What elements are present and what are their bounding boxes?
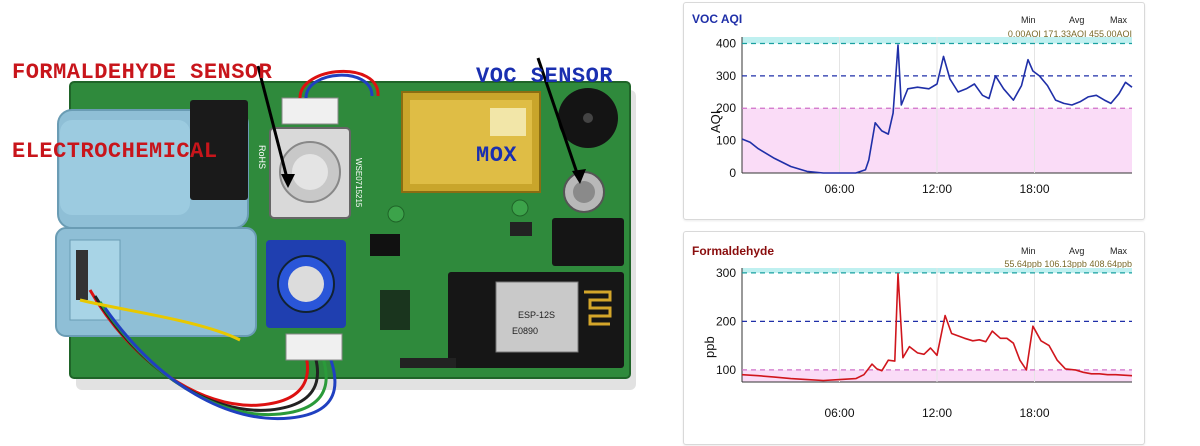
chart-title: Formaldehyde bbox=[692, 244, 775, 258]
x-tick-label: 06:00 bbox=[824, 406, 854, 420]
formaldehyde-plot: 100 200 300 06:00 12:00 18:00 bbox=[716, 266, 1133, 420]
voc-sensor-label-line1: VOC SENSOR bbox=[476, 64, 614, 89]
chart-title: VOC AQI bbox=[692, 12, 743, 26]
stat-avg-header: Avg bbox=[1069, 246, 1085, 256]
voc-aqi-chart-card: VOC AQI Min Avg Max 0.00AQI 171.33AQI 45… bbox=[683, 2, 1145, 220]
y-tick-label: 100 bbox=[716, 134, 736, 148]
stat-max-header: Max bbox=[1110, 15, 1128, 25]
y-tick-label: 100 bbox=[716, 363, 736, 377]
y-tick-label: 300 bbox=[716, 69, 736, 83]
pcb-serial-marking: WSE0715215 bbox=[354, 158, 363, 208]
pcb-rohs-marking: RoHS bbox=[257, 145, 267, 169]
x-tick-label: 06:00 bbox=[824, 182, 854, 196]
formaldehyde-sensor-label-line2: ELECTROCHEMICAL bbox=[12, 139, 218, 164]
formaldehyde-chart-card: Formaldehyde Min Avg Max 55.64ppb 106.13… bbox=[683, 231, 1145, 445]
formaldehyde-sensor-label-line1: FORMALDEHYDE SENSOR bbox=[12, 60, 273, 85]
y-tick-label: 0 bbox=[729, 166, 736, 180]
formaldehyde-sensor-label: FORMALDEHYDE SENSOR ELECTROCHEMICAL bbox=[12, 10, 272, 214]
formaldehyde-pointer-line bbox=[256, 65, 290, 183]
series-line bbox=[741, 273, 1133, 382]
y-tick-label: 400 bbox=[716, 36, 736, 50]
y-tick-label: 300 bbox=[716, 266, 736, 280]
voc-pointer-line bbox=[536, 57, 580, 177]
x-tick-label: 18:00 bbox=[1019, 182, 1049, 196]
stats-values: 55.64ppb 106.13ppb 408.64ppb bbox=[1004, 259, 1132, 269]
pcb-esp-marking: ESP-12S bbox=[518, 310, 555, 320]
stat-min-header: Min bbox=[1021, 15, 1036, 25]
stats-values: 0.00AQI 171.33AQI 455.00AQI bbox=[1007, 29, 1132, 39]
stat-min-header: Min bbox=[1021, 246, 1036, 256]
pcb-e0890-marking: E0890 bbox=[512, 326, 538, 336]
y-tick-label: 200 bbox=[716, 314, 736, 328]
x-tick-label: 12:00 bbox=[922, 182, 952, 196]
voc-sensor-label-line2: MOX bbox=[476, 143, 518, 168]
stat-avg-header: Avg bbox=[1069, 15, 1085, 25]
x-tick-label: 12:00 bbox=[922, 406, 952, 420]
x-tick-label: 18:00 bbox=[1019, 406, 1049, 420]
y-tick-label: 200 bbox=[716, 101, 736, 115]
stat-max-header: Max bbox=[1110, 246, 1128, 256]
voc-aqi-plot: 0 100 200 300 400 06:00 12:00 18:00 bbox=[716, 36, 1133, 196]
series-line bbox=[741, 44, 1133, 174]
voc-sensor-label: VOC SENSOR MOX bbox=[476, 14, 613, 218]
sensor-board-photo: RoHS WSE0715215 ESP-12S E0890 bbox=[55, 57, 636, 421]
